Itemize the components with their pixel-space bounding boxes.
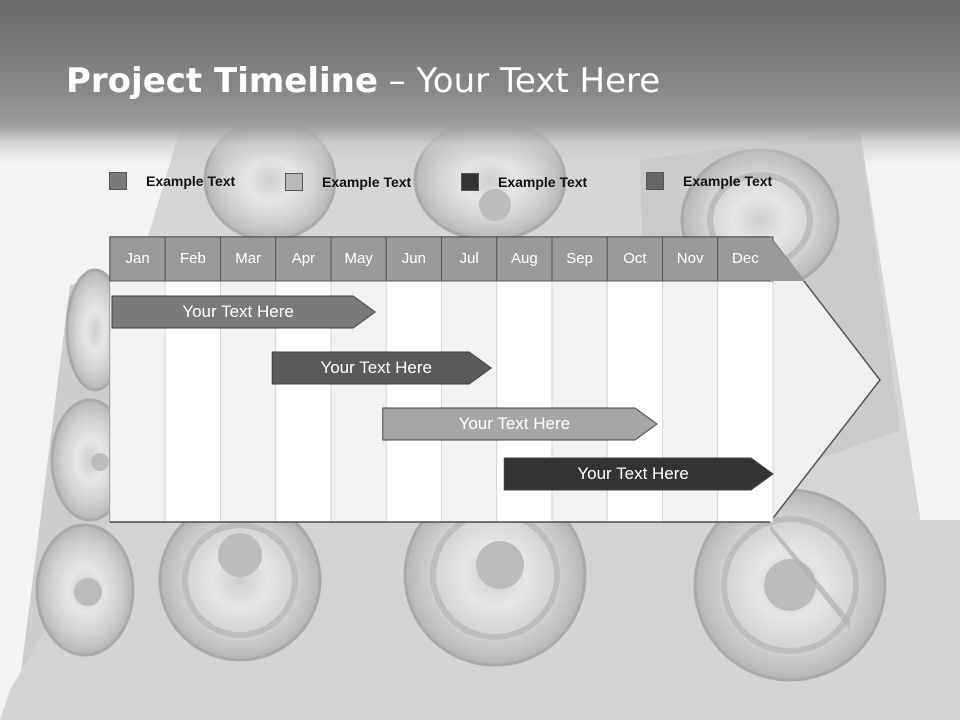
- legend-label-2: Example Text: [322, 174, 412, 190]
- slide-title-rest: – Your Text Here: [377, 61, 661, 101]
- month-column-jun: [385, 280, 442, 523]
- month-header-cell-oct: [606, 236, 663, 282]
- month-apr: Apr: [291, 250, 316, 267]
- month-jul: Jul: [459, 250, 479, 267]
- legend-swatch-2: [285, 173, 303, 191]
- month-header-cell-sep: [551, 236, 608, 282]
- task-bar-4: [503, 457, 774, 491]
- month-jan: Jan: [125, 250, 150, 267]
- task-bar-label-4: Your Text Here: [577, 464, 689, 483]
- legend-swatch-1: [109, 172, 127, 190]
- month-nov: Nov: [676, 250, 704, 267]
- month-header-cell-jun: [385, 236, 442, 282]
- legend-label-3: Example Text: [498, 174, 588, 190]
- legend-label-1: Example Text: [146, 173, 236, 189]
- month-dec: Dec: [732, 250, 759, 267]
- month-header-cell-mar: [220, 236, 277, 282]
- month-columns: [109, 236, 774, 523]
- month-header-cell-feb: [164, 236, 221, 282]
- month-header-cell-dec: [717, 236, 774, 282]
- task-bar-1: [111, 295, 377, 329]
- month-header-cell-apr: [275, 236, 332, 282]
- task-bars: [111, 295, 774, 491]
- month-header-cell-jul: [441, 236, 498, 282]
- month-header-cell-jan: [109, 236, 166, 282]
- task-bar-3: [382, 407, 658, 441]
- task-bar-label-3: Your Text Here: [458, 414, 571, 433]
- slide-title-bold: Project Timeline: [66, 61, 378, 101]
- legend-swatch-4: [646, 172, 664, 190]
- title-band: [0, 0, 960, 165]
- month-jun: Jun: [401, 250, 426, 267]
- slide-title: Project Timeline – Your Text Here: [66, 58, 660, 104]
- month-header-cell-aug: [496, 236, 553, 282]
- month-may: May: [344, 250, 373, 267]
- month-mar: Mar: [235, 250, 262, 267]
- legend-swatch-3: [461, 173, 479, 191]
- task-bar-2: [271, 351, 493, 385]
- task-bar-label-1: Your Text Here: [182, 302, 294, 321]
- month-aug: Aug: [511, 250, 538, 267]
- month-feb: Feb: [179, 250, 206, 267]
- month-header-cell-may: [330, 236, 387, 282]
- month-sep: Sep: [566, 250, 593, 267]
- header-strip-arrow-tip: [770, 237, 805, 281]
- task-bar-label-2: Your Text Here: [320, 358, 432, 377]
- legend-label-4: Example Text: [683, 173, 773, 189]
- month-oct: Oct: [623, 250, 647, 267]
- month-column-jul: [441, 280, 498, 523]
